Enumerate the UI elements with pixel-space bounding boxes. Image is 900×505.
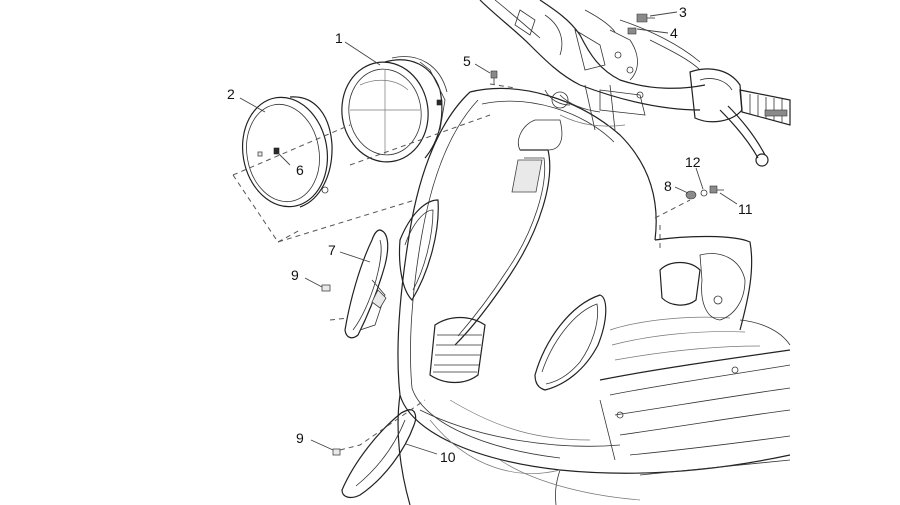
callout-labels: 1 2 3 4 5 6 7 8 9 9 10 11 12	[227, 4, 753, 465]
callout-3: 3	[679, 4, 687, 20]
small-fasteners	[321, 13, 724, 456]
callout-11: 11	[738, 201, 753, 217]
callout-2: 2	[227, 86, 235, 102]
horn-grille	[429, 316, 486, 384]
footboard-section	[499, 235, 791, 501]
callout-leader-lines	[239, 11, 738, 455]
assembly-guide-lines	[232, 83, 691, 451]
callout-9-bottom: 9	[296, 430, 304, 446]
callout-12: 12	[685, 154, 701, 170]
callout-10: 10	[440, 449, 456, 465]
callout-8: 8	[664, 178, 672, 194]
callout-6: 6	[296, 162, 304, 178]
headlight-unit	[341, 56, 448, 163]
scooter-front-shield	[397, 87, 791, 505]
callout-1: 1	[335, 30, 343, 46]
callout-7: 7	[328, 242, 336, 258]
callout-9-top: 9	[291, 267, 299, 283]
callout-4: 4	[670, 25, 678, 41]
headlight-rim	[241, 96, 333, 208]
reflector-panel	[341, 409, 417, 499]
callout-5: 5	[463, 53, 471, 69]
front-indicator-light	[344, 229, 389, 339]
handlebar-assembly	[479, 0, 791, 167]
